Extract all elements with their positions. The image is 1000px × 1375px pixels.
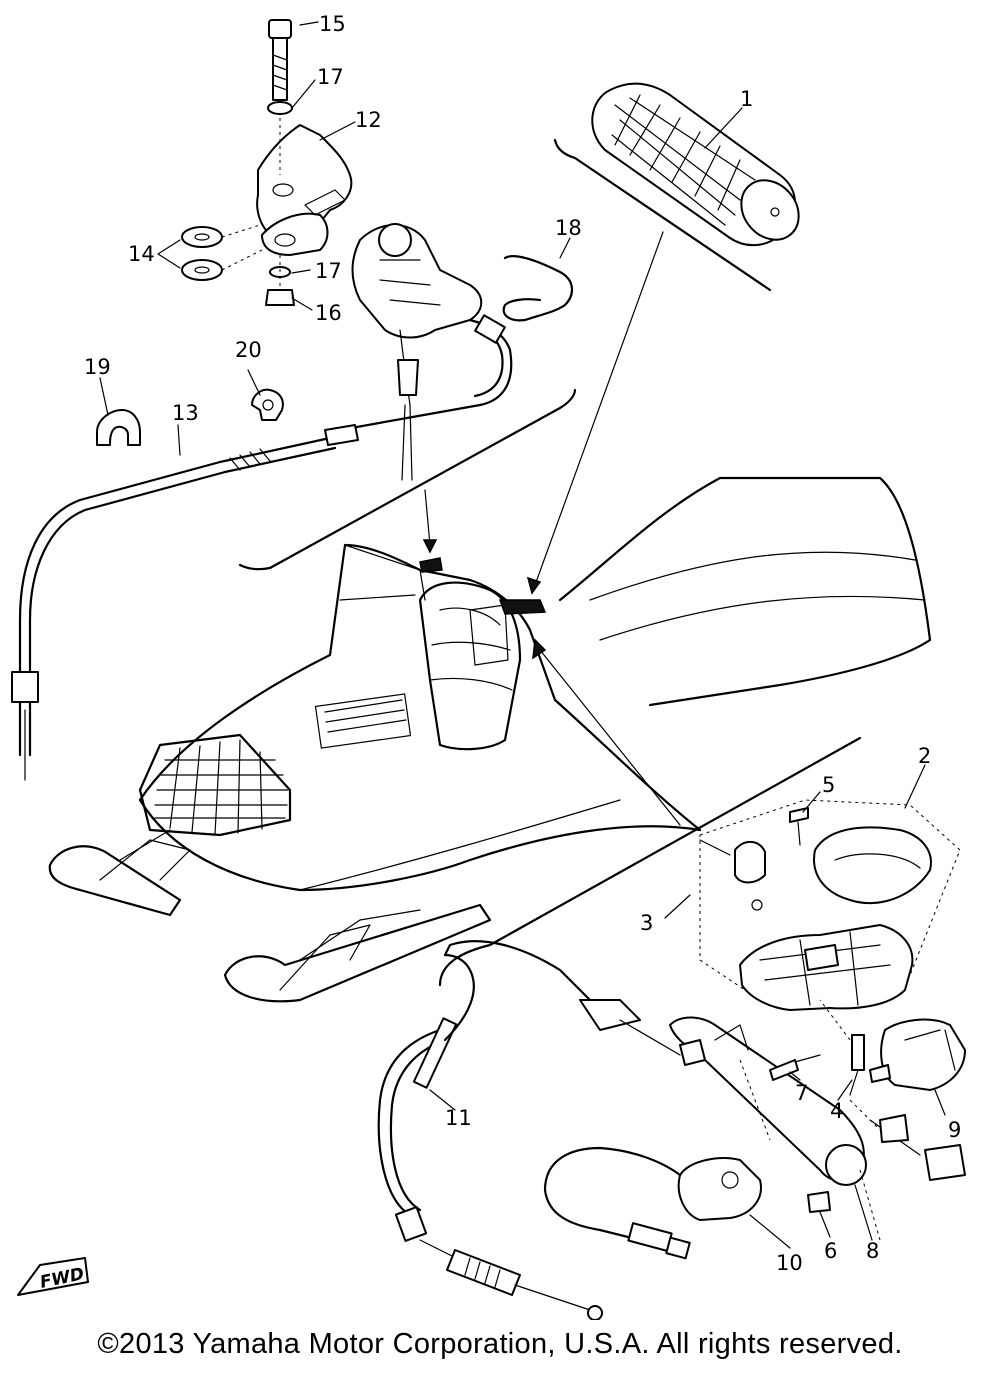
group-bracket-lines (238, 138, 862, 987)
callout-4: 4 (830, 1099, 843, 1123)
callout-9: 9 (948, 1118, 961, 1142)
callout-labels: 15 17 12 14 17 16 18 19 20 13 1 2 3 5 7 … (84, 12, 961, 1275)
callout-11: 11 (445, 1106, 472, 1130)
copyright-notice: ©2013 Yamaha Motor Corporation, U.S.A. A… (97, 1328, 903, 1360)
part-throttle-cable (11, 424, 359, 781)
part-grip (591, 82, 800, 247)
callout-leaders (99, 21, 946, 1249)
callout-8: 8 (866, 1239, 879, 1263)
callout-19: 19 (84, 355, 111, 379)
snowmobile-illustration (48, 476, 932, 1003)
callout-2: 2 (918, 744, 931, 768)
callout-5: 5 (822, 773, 835, 797)
callout-7: 7 (795, 1081, 808, 1105)
callout-17-bottom: 17 (315, 259, 342, 283)
callout-18: 18 (555, 216, 582, 240)
callout-16: 16 (315, 301, 342, 325)
part-mount-bracket (181, 19, 513, 481)
callout-17-top: 17 (317, 65, 344, 89)
callout-20: 20 (235, 338, 262, 362)
fwd-indicator: FWD (17, 1257, 89, 1296)
parts-diagram: FWD 15 17 12 14 17 16 18 19 20 13 (11, 12, 966, 1320)
callout-12: 12 (355, 108, 382, 132)
arrows (419, 231, 681, 826)
part-stop-switch (543, 1146, 762, 1260)
callout-1: 1 (740, 87, 753, 111)
part-throttle-housing (669, 799, 966, 1241)
callout-3: 3 (640, 911, 653, 935)
callout-6: 6 (824, 1239, 837, 1263)
part-brake-cable (377, 940, 706, 1320)
callout-15: 15 (319, 12, 346, 36)
part-clamps (96, 388, 284, 446)
callout-10: 10 (776, 1251, 803, 1275)
callout-14: 14 (128, 242, 155, 266)
part-clip (502, 255, 573, 322)
callout-13: 13 (172, 401, 199, 425)
